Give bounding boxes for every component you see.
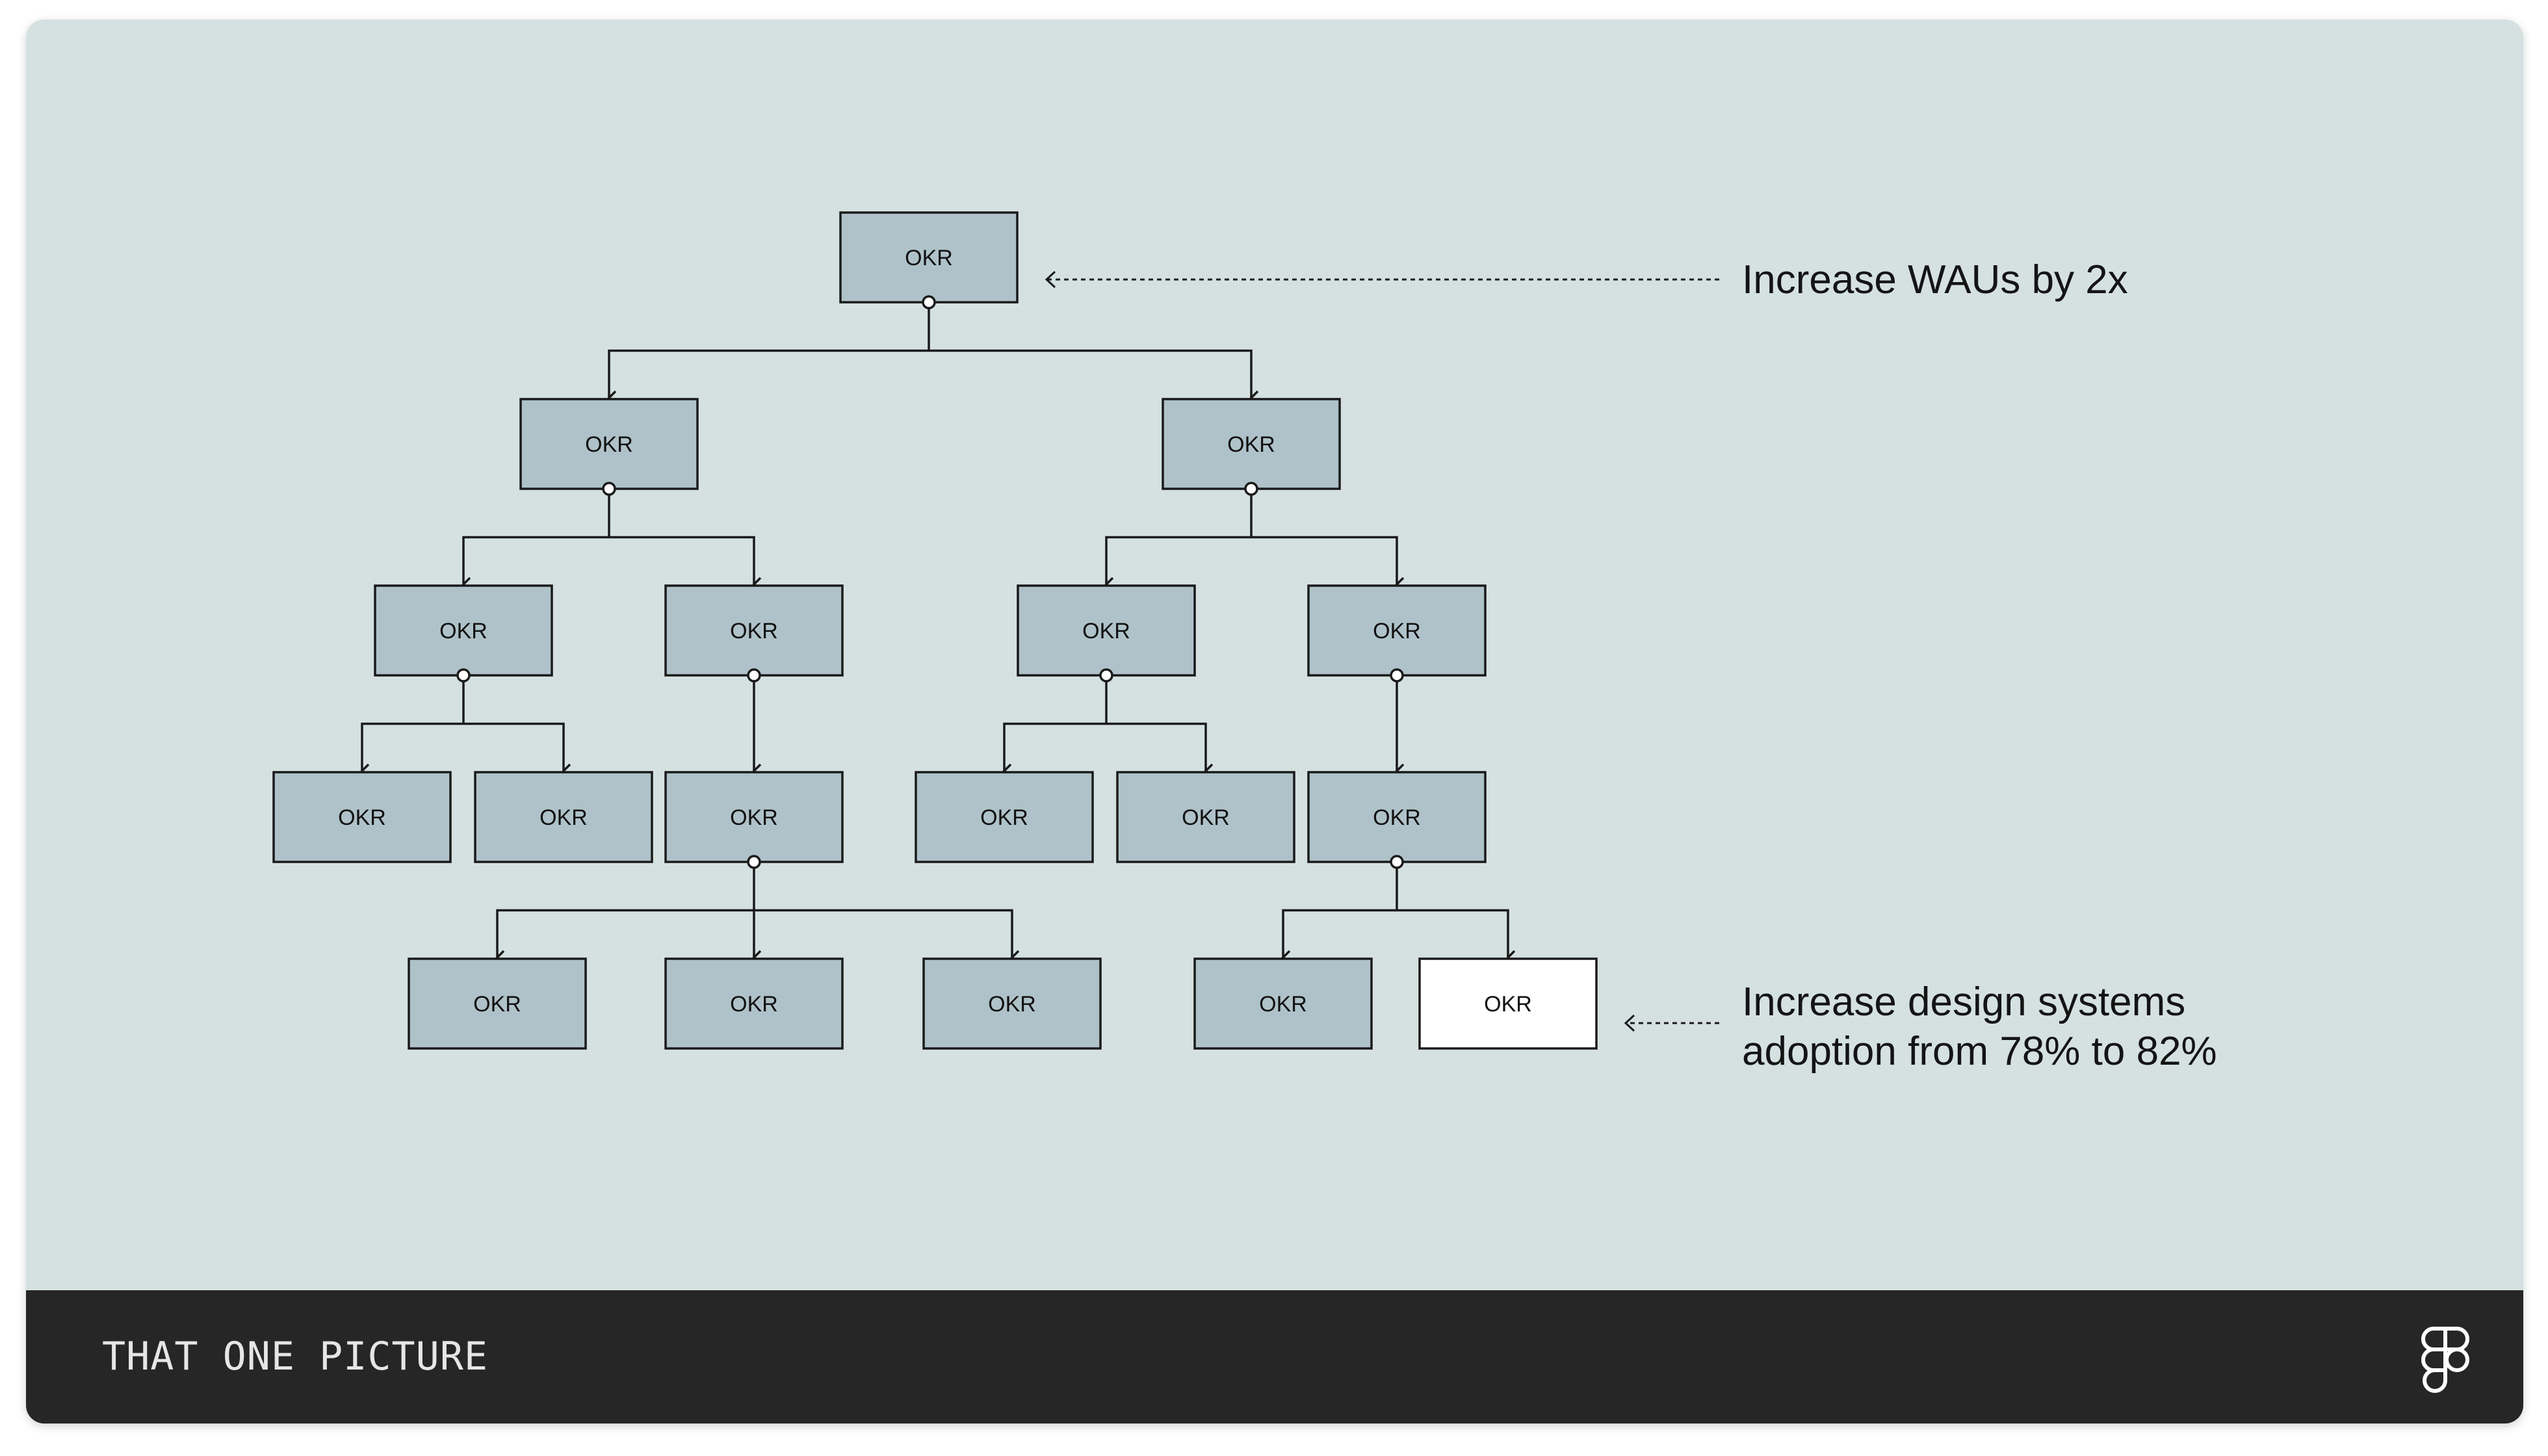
okr-node-label: OKR (540, 805, 588, 830)
okr-node[interactable]: OKR (374, 584, 553, 677)
okr-node[interactable]: OKR (922, 957, 1102, 1050)
edge-arrow (929, 349, 1259, 406)
nodes-layer: OKR OKR OKR OKR OKR OKR OKR OKR OKR OKR OKR OKR OKR O… (272, 211, 1598, 1050)
okr-node-box (272, 771, 452, 863)
edge-arrow (1397, 909, 1516, 965)
diagram-area: OKR OKR OKR OKR OKR OKR OKR OKR OKR OKR OKR OKR OKR O… (26, 20, 2523, 1290)
connector-dot (1244, 482, 1258, 496)
okr-tree-diagram: OKR OKR OKR OKR OKR OKR OKR OKR OKR OKR OKR OKR OKR O… (272, 211, 2217, 1074)
okr-node[interactable]: OKR (408, 957, 587, 1050)
okr-node[interactable]: OKR (519, 398, 699, 490)
edge-arrow (1002, 722, 1106, 779)
annotations-layer: Increase WAUs by 2x Increase design syste… (1045, 257, 2217, 1074)
edge-arrow (463, 722, 571, 779)
okr-node-label: OKR (980, 805, 1028, 830)
okr-node[interactable]: OKR (474, 771, 653, 863)
okr-node-label: OKR (1259, 992, 1307, 1017)
annotation-arrowhead (1624, 1014, 1635, 1032)
okr-node-box (374, 584, 553, 677)
connector-dot (922, 295, 936, 309)
connector-dot (456, 668, 471, 682)
connector-dot (602, 482, 616, 496)
connector-dots-layer (456, 295, 1404, 869)
okr-node[interactable]: OKR (1418, 957, 1598, 1050)
okr-node[interactable]: OKR (1162, 398, 1341, 490)
annotation-text: Increase WAUs by 2x (1742, 257, 2128, 302)
edge-arrow (495, 909, 754, 965)
edge-arrow (754, 909, 1020, 965)
okr-node-box (664, 584, 844, 677)
annotation: Increase design systems adoption from 78%… (1624, 980, 2217, 1074)
okr-node-label: OKR (730, 805, 778, 830)
edge-arrow (1251, 536, 1405, 592)
okr-node[interactable]: OKR (839, 211, 1019, 304)
okr-node-box (1116, 771, 1295, 863)
okr-node-label: OKR (905, 246, 953, 270)
edge-arrow (462, 536, 609, 592)
okr-node-label: OKR (1373, 619, 1421, 644)
okr-node[interactable]: OKR (664, 771, 844, 863)
edge-arrow (360, 722, 463, 779)
okr-node[interactable]: OKR (664, 584, 844, 677)
figma-logo-icon (2421, 1327, 2469, 1393)
okr-node-label: OKR (338, 805, 386, 830)
okr-node-label: OKR (1373, 805, 1421, 830)
okr-node[interactable]: OKR (272, 771, 452, 863)
edge-arrow (1104, 536, 1251, 592)
connector-dot (747, 668, 761, 682)
okr-node-box (408, 957, 587, 1050)
okr-node-box (519, 398, 699, 490)
okr-node-box (922, 957, 1102, 1050)
okr-node-label: OKR (1227, 432, 1275, 457)
okr-node-label: OKR (585, 432, 633, 457)
okr-node[interactable]: OKR (1307, 584, 1487, 677)
okr-node-box (1017, 584, 1196, 677)
footer-bar: THAT ONE PICTURE (26, 1290, 2523, 1424)
okr-node-label: OKR (473, 992, 521, 1017)
connector-dot (1390, 668, 1404, 682)
okr-node-box (1193, 957, 1373, 1050)
edge-arrow (609, 536, 762, 592)
annotation: Increase WAUs by 2x (1045, 257, 2128, 302)
okr-node[interactable]: OKR (1017, 584, 1196, 677)
okr-node-box (664, 771, 844, 863)
edges-layer (360, 302, 1516, 965)
okr-node-label: OKR (730, 992, 778, 1017)
okr-node-box-highlighted (1418, 957, 1598, 1050)
okr-node-label: OKR (1182, 805, 1230, 830)
okr-node[interactable]: OKR (915, 771, 1094, 863)
okr-node[interactable]: OKR (1193, 957, 1373, 1050)
connector-dot (1099, 668, 1113, 682)
okr-node-label: OKR (1082, 619, 1130, 644)
okr-node-label: OKR (730, 619, 778, 644)
okr-node-box (1307, 771, 1487, 863)
connector-dot (1390, 855, 1404, 869)
okr-node-label: OKR (988, 992, 1036, 1017)
okr-node[interactable]: OKR (1307, 771, 1487, 863)
okr-node-label: OKR (439, 619, 488, 644)
annotation-text: adoption from 78% to 82% (1742, 1029, 2217, 1074)
okr-node[interactable]: OKR (664, 957, 844, 1050)
slide-card: OKR OKR OKR OKR OKR OKR OKR OKR OKR OKR OKR OKR OKR O… (26, 20, 2523, 1424)
annotation-arrowhead (1045, 270, 1056, 289)
annotation-text: Increase design systems (1742, 980, 2185, 1024)
okr-node-label: OKR (1484, 992, 1532, 1017)
connector-dot (747, 855, 761, 869)
okr-node-box (474, 771, 653, 863)
okr-node-box (664, 957, 844, 1050)
footer-title: THAT ONE PICTURE (102, 1334, 488, 1379)
edge-arrow (1106, 722, 1214, 779)
okr-node[interactable]: OKR (1116, 771, 1295, 863)
edge-arrow (607, 349, 929, 406)
okr-node-box (915, 771, 1094, 863)
edge-arrow (1281, 909, 1397, 965)
